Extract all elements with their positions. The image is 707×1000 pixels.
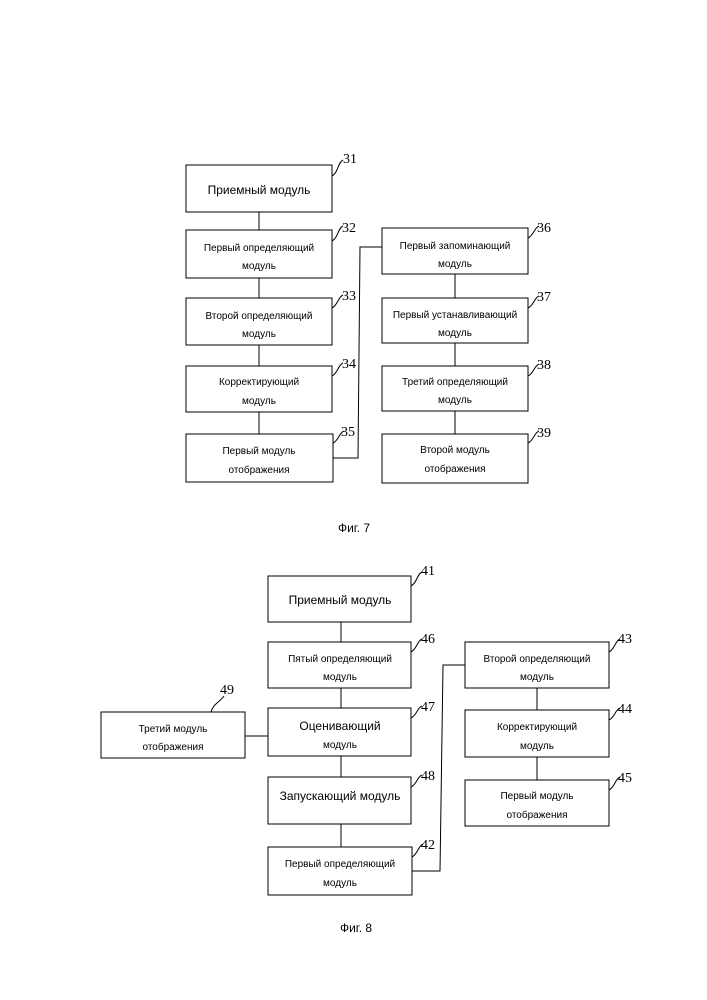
box-47-label-line1: Оценивающий (299, 719, 380, 733)
box-42-label-line1: Первый определяющий (285, 859, 395, 870)
box-41: Приемный модуль (268, 576, 411, 622)
box-34-label-line2: модуль (242, 396, 276, 407)
box-32-label-line1: Первый определяющий (204, 243, 314, 254)
box-43-label-line2: модуль (520, 672, 554, 683)
ref-41: 41 (421, 564, 435, 579)
box-38-label-line2: модуль (438, 395, 472, 406)
box-48: Запускающий модуль (268, 777, 411, 824)
ref-47: 47 (421, 700, 435, 715)
box-47-label-line2: модуль (323, 740, 357, 751)
ref-45: 45 (618, 771, 632, 786)
figure-8: Приемный модуль Пятый определяющий модул… (101, 564, 632, 935)
box-47: Оценивающий модуль (268, 708, 411, 756)
box-44-label-line2: модуль (520, 741, 554, 752)
box-38: Третий определяющий модуль (382, 366, 528, 411)
box-38-label-line1: Третий определяющий (402, 377, 508, 388)
ref-37: 37 (537, 290, 551, 305)
box-43-label-line1: Второй определяющий (484, 654, 591, 665)
box-46-label-line2: модуль (323, 672, 357, 683)
box-48-label: Запускающий модуль (280, 789, 401, 803)
box-34-label-line1: Корректирующий (219, 377, 299, 388)
figure-7-caption: Фиг. 7 (338, 521, 370, 535)
figure-8-caption: Фиг. 8 (340, 921, 372, 935)
box-44-label-line1: Корректирующий (497, 722, 577, 733)
box-39: Второй модуль отображения (382, 434, 528, 483)
box-37: Первый устанавливающий модуль (382, 298, 528, 343)
box-46: Пятый определяющий модуль (268, 642, 411, 688)
box-37-label-line1: Первый устанавливающий (393, 310, 517, 321)
ref-34: 34 (342, 357, 356, 372)
box-49-label-line2: отображения (143, 741, 204, 753)
ref-39: 39 (537, 426, 551, 441)
box-32-label-line2: модуль (242, 261, 276, 272)
ref-36: 36 (537, 221, 551, 236)
box-45-label-line2: отображения (507, 809, 568, 821)
box-36-label-line2: модуль (438, 259, 472, 270)
ref-43: 43 (618, 632, 632, 647)
ref-38: 38 (537, 358, 551, 373)
box-45: Первый модуль отображения (465, 780, 609, 826)
box-42: Первый определяющий модуль (268, 847, 412, 895)
box-35-label-line1: Первый модуль (222, 446, 295, 457)
box-46-label-line1: Пятый определяющий (288, 654, 392, 665)
ref-42: 42 (421, 838, 435, 853)
ref-35: 35 (341, 425, 355, 440)
box-49: Третий модуль отображения (101, 712, 245, 758)
box-45-label-line1: Первый модуль (500, 791, 573, 802)
box-41-label: Приемный модуль (289, 593, 392, 607)
box-31-label: Приемный модуль (208, 183, 311, 197)
box-32: Первый определяющий модуль (186, 230, 332, 278)
figure-7: Приемный модуль Первый определяющий моду… (186, 152, 551, 535)
ref-49: 49 (220, 683, 234, 698)
ref-32: 32 (342, 221, 356, 236)
connector-42-43 (412, 665, 465, 871)
ref-31: 31 (343, 152, 357, 167)
box-33: Второй определяющий модуль (186, 298, 332, 345)
box-31: Приемный модуль (186, 165, 332, 212)
box-36: Первый запоминающий модуль (382, 228, 528, 274)
box-35-label-line2: отображения (229, 464, 290, 476)
box-35: Первый модуль отображения (186, 434, 333, 482)
box-33-label-line1: Второй определяющий (206, 311, 313, 322)
box-43: Второй определяющий модуль (465, 642, 609, 688)
box-42-label-line2: модуль (323, 878, 357, 889)
box-44: Корректирующий модуль (465, 710, 609, 757)
ref-46: 46 (421, 632, 435, 647)
box-49-label-line1: Третий модуль (139, 724, 208, 735)
box-34: Корректирующий модуль (186, 366, 332, 412)
box-36-label-line1: Первый запоминающий (400, 241, 511, 252)
leader-31 (332, 160, 343, 176)
leader-49 (211, 696, 224, 712)
box-37-label-line2: модуль (438, 328, 472, 339)
box-39-label-line1: Второй модуль (420, 445, 490, 456)
ref-33: 33 (342, 289, 356, 304)
ref-48: 48 (421, 769, 435, 784)
ref-44: 44 (618, 702, 632, 717)
box-33-label-line2: модуль (242, 329, 276, 340)
box-39-label-line2: отображения (425, 463, 486, 475)
